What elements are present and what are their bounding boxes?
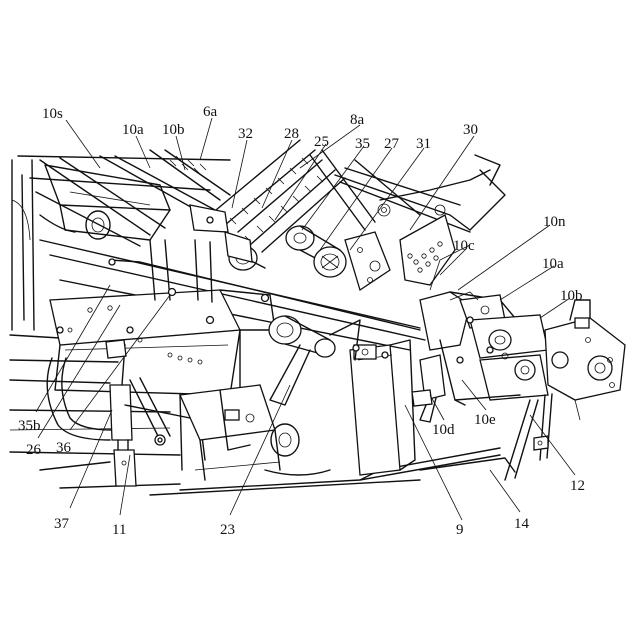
label-12: 12 (570, 478, 585, 494)
label-10n: 10n (543, 214, 566, 230)
label-31: 31 (416, 136, 431, 152)
label-10a-right: 10a (542, 256, 564, 272)
label-14: 14 (514, 516, 530, 532)
label-36: 36 (56, 440, 72, 456)
label-35: 35 (355, 136, 370, 152)
label-37: 37 (54, 516, 70, 532)
label-11: 11 (112, 522, 126, 538)
upper-rail-assembly (18, 150, 230, 246)
label-35b: 35b (18, 418, 41, 434)
label-10b-top: 10b (162, 122, 185, 138)
label-9: 9 (456, 522, 464, 538)
label-8a: 8a (350, 112, 365, 128)
label-10b-right: 10b (560, 288, 583, 304)
label-10c: 10c (453, 238, 475, 254)
label-10a-top: 10a (122, 122, 144, 138)
label-30: 30 (463, 122, 478, 138)
label-10d: 10d (432, 422, 455, 438)
label-32: 32 (238, 126, 253, 142)
label-25: 25 (314, 134, 329, 150)
label-10s: 10s (42, 106, 63, 122)
center-plate-9 (269, 316, 415, 475)
label-23: 23 (220, 522, 235, 538)
label-28: 28 (284, 126, 299, 142)
right-head-assembly (412, 245, 625, 480)
label-27: 27 (384, 136, 400, 152)
lower-supports (106, 340, 515, 495)
drive-rollers (229, 226, 390, 290)
label-10e: 10e (474, 412, 496, 428)
label-6a: 6a (203, 104, 218, 120)
label-26: 26 (26, 442, 42, 458)
